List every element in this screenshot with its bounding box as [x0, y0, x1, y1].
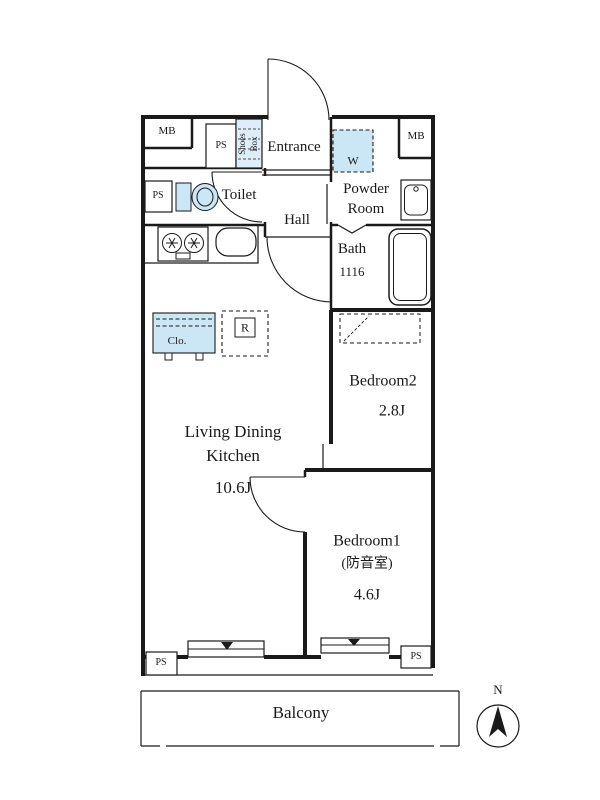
closet-box	[152, 312, 216, 361]
bedroom1-door-arc	[249, 476, 306, 533]
burner-icon	[166, 237, 178, 249]
fridge-space	[221, 310, 269, 357]
compass-circle	[476, 704, 520, 748]
bedroom2-size-label: 2.8J	[378, 402, 406, 420]
entrance-label: Entrance	[267, 139, 321, 156]
powder-room-label-1: Powder	[343, 181, 389, 198]
bedroom1-note-label: (防音室)	[341, 556, 393, 572]
ps-top-label: PS	[215, 139, 227, 151]
window-ldk	[187, 640, 265, 658]
powder-room-label-2: Room	[347, 201, 385, 218]
bedroom2-label: Bedroom2	[349, 372, 417, 390]
ps-bottom-right-label: PS	[410, 650, 422, 662]
washer-label: W	[347, 153, 359, 168]
ldk-size-label: 10.6J	[214, 478, 252, 498]
ldk-door-arc	[266, 236, 332, 303]
thin-lines	[143, 169, 433, 676]
walls-interior	[143, 117, 433, 657]
powder-sink	[400, 179, 432, 221]
hall-label: Hall	[284, 212, 310, 229]
ps-top-box	[205, 123, 237, 169]
burner-icon	[188, 237, 200, 249]
toilet-label: Toilet	[221, 187, 257, 204]
window-bedroom1	[320, 637, 390, 654]
balcony-label: Balcony	[272, 703, 330, 723]
toilet-door-arc	[211, 171, 263, 223]
bath-size-label: 1116	[339, 264, 365, 280]
north-needle-icon	[489, 706, 507, 737]
toilet-fixture	[175, 182, 219, 212]
bedroom2-closet	[339, 313, 421, 344]
bedroom1-size-label: 4.6J	[353, 586, 381, 604]
shoes-box	[235, 118, 263, 169]
mb-left-label: MB	[158, 125, 176, 138]
ps-bottom-right-box	[400, 645, 432, 669]
balcony-outline	[140, 690, 460, 747]
ldk-label-1: Living Dining	[184, 422, 282, 442]
closet-label: Clo.	[167, 335, 187, 348]
fridge-label: R	[240, 320, 250, 335]
kitchen-stove	[157, 226, 209, 262]
windows	[187, 637, 390, 658]
door-swings	[211, 58, 332, 533]
entrance-door-arc	[267, 58, 330, 121]
mb-right-label: MB	[407, 130, 425, 143]
shoes-box-label: Shoes Box	[237, 133, 259, 155]
compass	[476, 704, 520, 748]
bath-label: Bath	[337, 241, 367, 258]
north-label: N	[493, 682, 503, 698]
ps-toilet-box	[144, 180, 173, 213]
service-boxes	[144, 123, 432, 676]
bathtub	[388, 228, 432, 306]
kitchen-sink	[215, 227, 257, 257]
ps-bottom-left-label: PS	[155, 656, 167, 668]
washer-space	[332, 129, 374, 173]
ps-toilet-label: PS	[152, 189, 164, 201]
ldk-label-2: Kitchen	[206, 446, 260, 466]
bedroom1-label: Bedroom1	[333, 532, 401, 550]
ps-bottom-left-box	[145, 651, 178, 676]
